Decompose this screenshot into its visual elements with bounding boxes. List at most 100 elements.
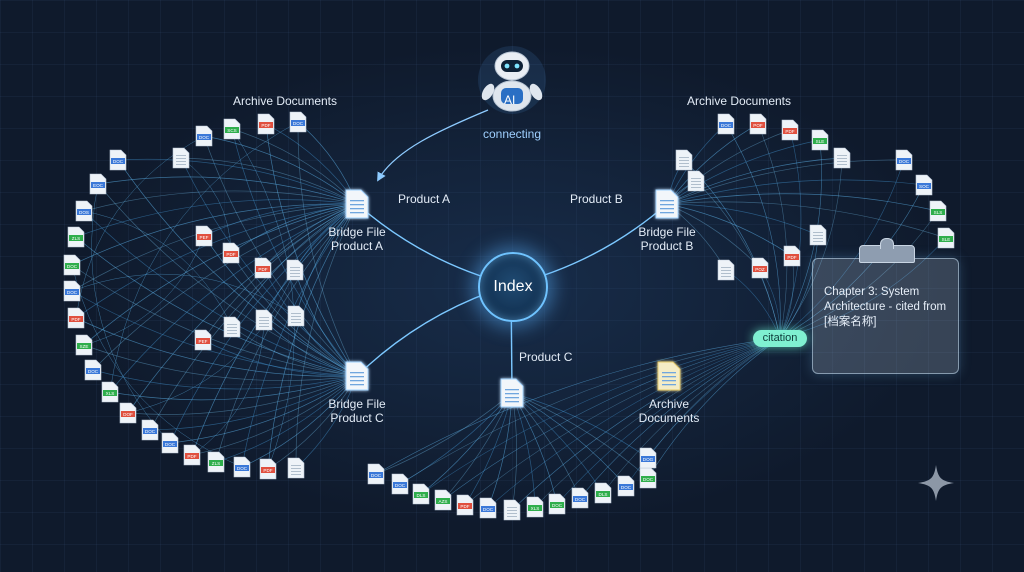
document-file-icon[interactable]: PEF <box>194 329 212 351</box>
bridge-file-a-line1: Bridge File <box>328 225 386 239</box>
index-hub-node[interactable]: Index <box>478 252 548 322</box>
document-file-icon[interactable]: DOC <box>367 463 385 485</box>
document-file-icon[interactable]: SLS <box>929 200 947 222</box>
document-type-tag: PDF <box>258 267 267 272</box>
document-file-icon[interactable]: SZE <box>75 334 93 356</box>
doc-edge <box>71 290 358 377</box>
document-file-icon[interactable]: PDF <box>456 494 474 516</box>
document-file-icon[interactable] <box>717 259 735 281</box>
document-type-tag: PDF <box>460 504 469 509</box>
doc-edge <box>511 392 604 494</box>
document-file-icon[interactable] <box>172 147 190 169</box>
document-file-icon[interactable]: DOC <box>639 467 657 489</box>
document-file-icon[interactable]: ZLS <box>207 451 225 473</box>
document-file-icon[interactable] <box>223 316 241 338</box>
doc-edge <box>779 184 925 339</box>
document-file-icon[interactable]: DOC <box>571 487 589 509</box>
doc-edge <box>203 135 358 205</box>
document-file-icon[interactable]: DOC <box>289 111 307 133</box>
document-file-icon[interactable]: PDF <box>783 245 801 267</box>
document-type-tag: SCS <box>227 128 236 133</box>
document-file-icon[interactable]: DOC <box>391 473 409 495</box>
doc-edge <box>375 337 781 475</box>
document-file-icon[interactable]: DOC <box>548 493 566 515</box>
document-file-icon[interactable]: AZS <box>434 489 452 511</box>
document-file-icon[interactable] <box>687 170 705 192</box>
document-file-icon[interactable]: DOC <box>63 254 81 276</box>
document-file-icon[interactable]: DOC <box>109 149 127 171</box>
document-file-icon[interactable]: DOF <box>119 402 137 424</box>
bridge-file-c-icon[interactable] <box>345 361 369 391</box>
document-type-tag: DOC <box>67 264 78 269</box>
document-file-icon[interactable]: EOC <box>89 173 107 195</box>
document-file-icon[interactable] <box>286 259 304 281</box>
document-file-icon[interactable]: SOC <box>915 174 933 196</box>
archive-documents-c-icon[interactable] <box>657 361 681 391</box>
edge-layer <box>71 121 947 511</box>
document-type-tag: ZLS <box>72 236 80 241</box>
doc-edge <box>262 267 358 377</box>
ai-badge-label: AI <box>504 93 516 107</box>
doc-edge <box>127 269 296 414</box>
document-file-icon[interactable]: DOC <box>63 280 81 302</box>
document-file-icon[interactable]: DOG <box>639 447 657 469</box>
doc-edge <box>757 123 788 339</box>
document-file-icon[interactable]: DLS <box>412 483 430 505</box>
document-file-icon[interactable]: SLE <box>811 129 829 151</box>
document-file-icon[interactable]: PDF <box>257 113 275 135</box>
document-file-icon[interactable]: DOC <box>233 456 251 478</box>
document-file-icon[interactable] <box>287 457 305 479</box>
bridge-file-b-label: Bridge File Product B <box>638 225 695 253</box>
document-type-tag: DOC <box>621 485 632 490</box>
document-type-tag: SLS <box>934 210 943 215</box>
document-file-icon[interactable]: PDF <box>781 119 799 141</box>
document-type-tag: DOC <box>552 503 563 508</box>
document-file-icon[interactable] <box>287 305 305 327</box>
document-file-icon[interactable]: PDF <box>67 307 85 329</box>
document-file-icon[interactable]: DOC <box>617 475 635 497</box>
document-file-icon[interactable]: XLS <box>101 381 119 403</box>
document-file-icon[interactable] <box>833 147 851 169</box>
product-c-document-icon[interactable] <box>500 378 524 408</box>
document-file-icon[interactable]: POZ <box>751 257 769 279</box>
doc-edge <box>511 392 536 508</box>
document-file-icon[interactable]: DOS <box>75 200 93 222</box>
document-type-tag: PEF <box>200 235 209 240</box>
doc-edge <box>149 375 358 431</box>
document-file-icon[interactable] <box>809 224 827 246</box>
document-type-tag: DOC <box>575 497 586 502</box>
document-file-icon[interactable] <box>503 499 521 521</box>
document-file-icon[interactable]: DOC <box>479 497 497 519</box>
doc-edge <box>267 203 358 470</box>
document-file-icon[interactable]: PDF <box>222 242 240 264</box>
doc-edge <box>191 319 265 456</box>
document-file-icon[interactable]: POF <box>749 113 767 135</box>
document-file-icon[interactable]: DOC <box>895 149 913 171</box>
document-file-icon[interactable]: PDF <box>254 257 272 279</box>
document-file-icon[interactable]: DOC <box>717 113 735 135</box>
document-file-icon[interactable]: DOC <box>195 125 213 147</box>
doc-edge <box>556 337 781 505</box>
bridge-file-a-icon[interactable] <box>345 189 369 219</box>
document-file-icon[interactable]: DOC <box>161 432 179 454</box>
document-file-icon[interactable]: DOC <box>84 359 102 381</box>
document-file-icon[interactable]: XLS <box>526 496 544 518</box>
doc-edge <box>92 203 358 371</box>
document-file-icon[interactable]: SCS <box>223 118 241 140</box>
document-file-icon[interactable]: PEF <box>195 225 213 247</box>
document-file-icon[interactable]: PDF <box>259 458 277 480</box>
doc-edge <box>647 337 781 459</box>
document-file-icon[interactable]: ZLS <box>67 226 85 248</box>
document-file-icon[interactable]: PDF <box>183 444 201 466</box>
document-file-icon[interactable]: SLE <box>937 227 955 249</box>
citation-clipboard-card[interactable]: Chapter 3: System Architecture - cited f… <box>812 238 959 374</box>
document-file-icon[interactable] <box>675 149 693 171</box>
document-file-icon[interactable]: DOC <box>141 419 159 441</box>
document-file-icon[interactable] <box>255 309 273 331</box>
doc-edge <box>666 129 791 205</box>
bridge-file-b-icon[interactable] <box>655 189 679 219</box>
document-file-icon[interactable]: DLS <box>594 482 612 504</box>
doc-edge <box>666 203 793 257</box>
citation-badge[interactable]: citation <box>753 330 807 347</box>
